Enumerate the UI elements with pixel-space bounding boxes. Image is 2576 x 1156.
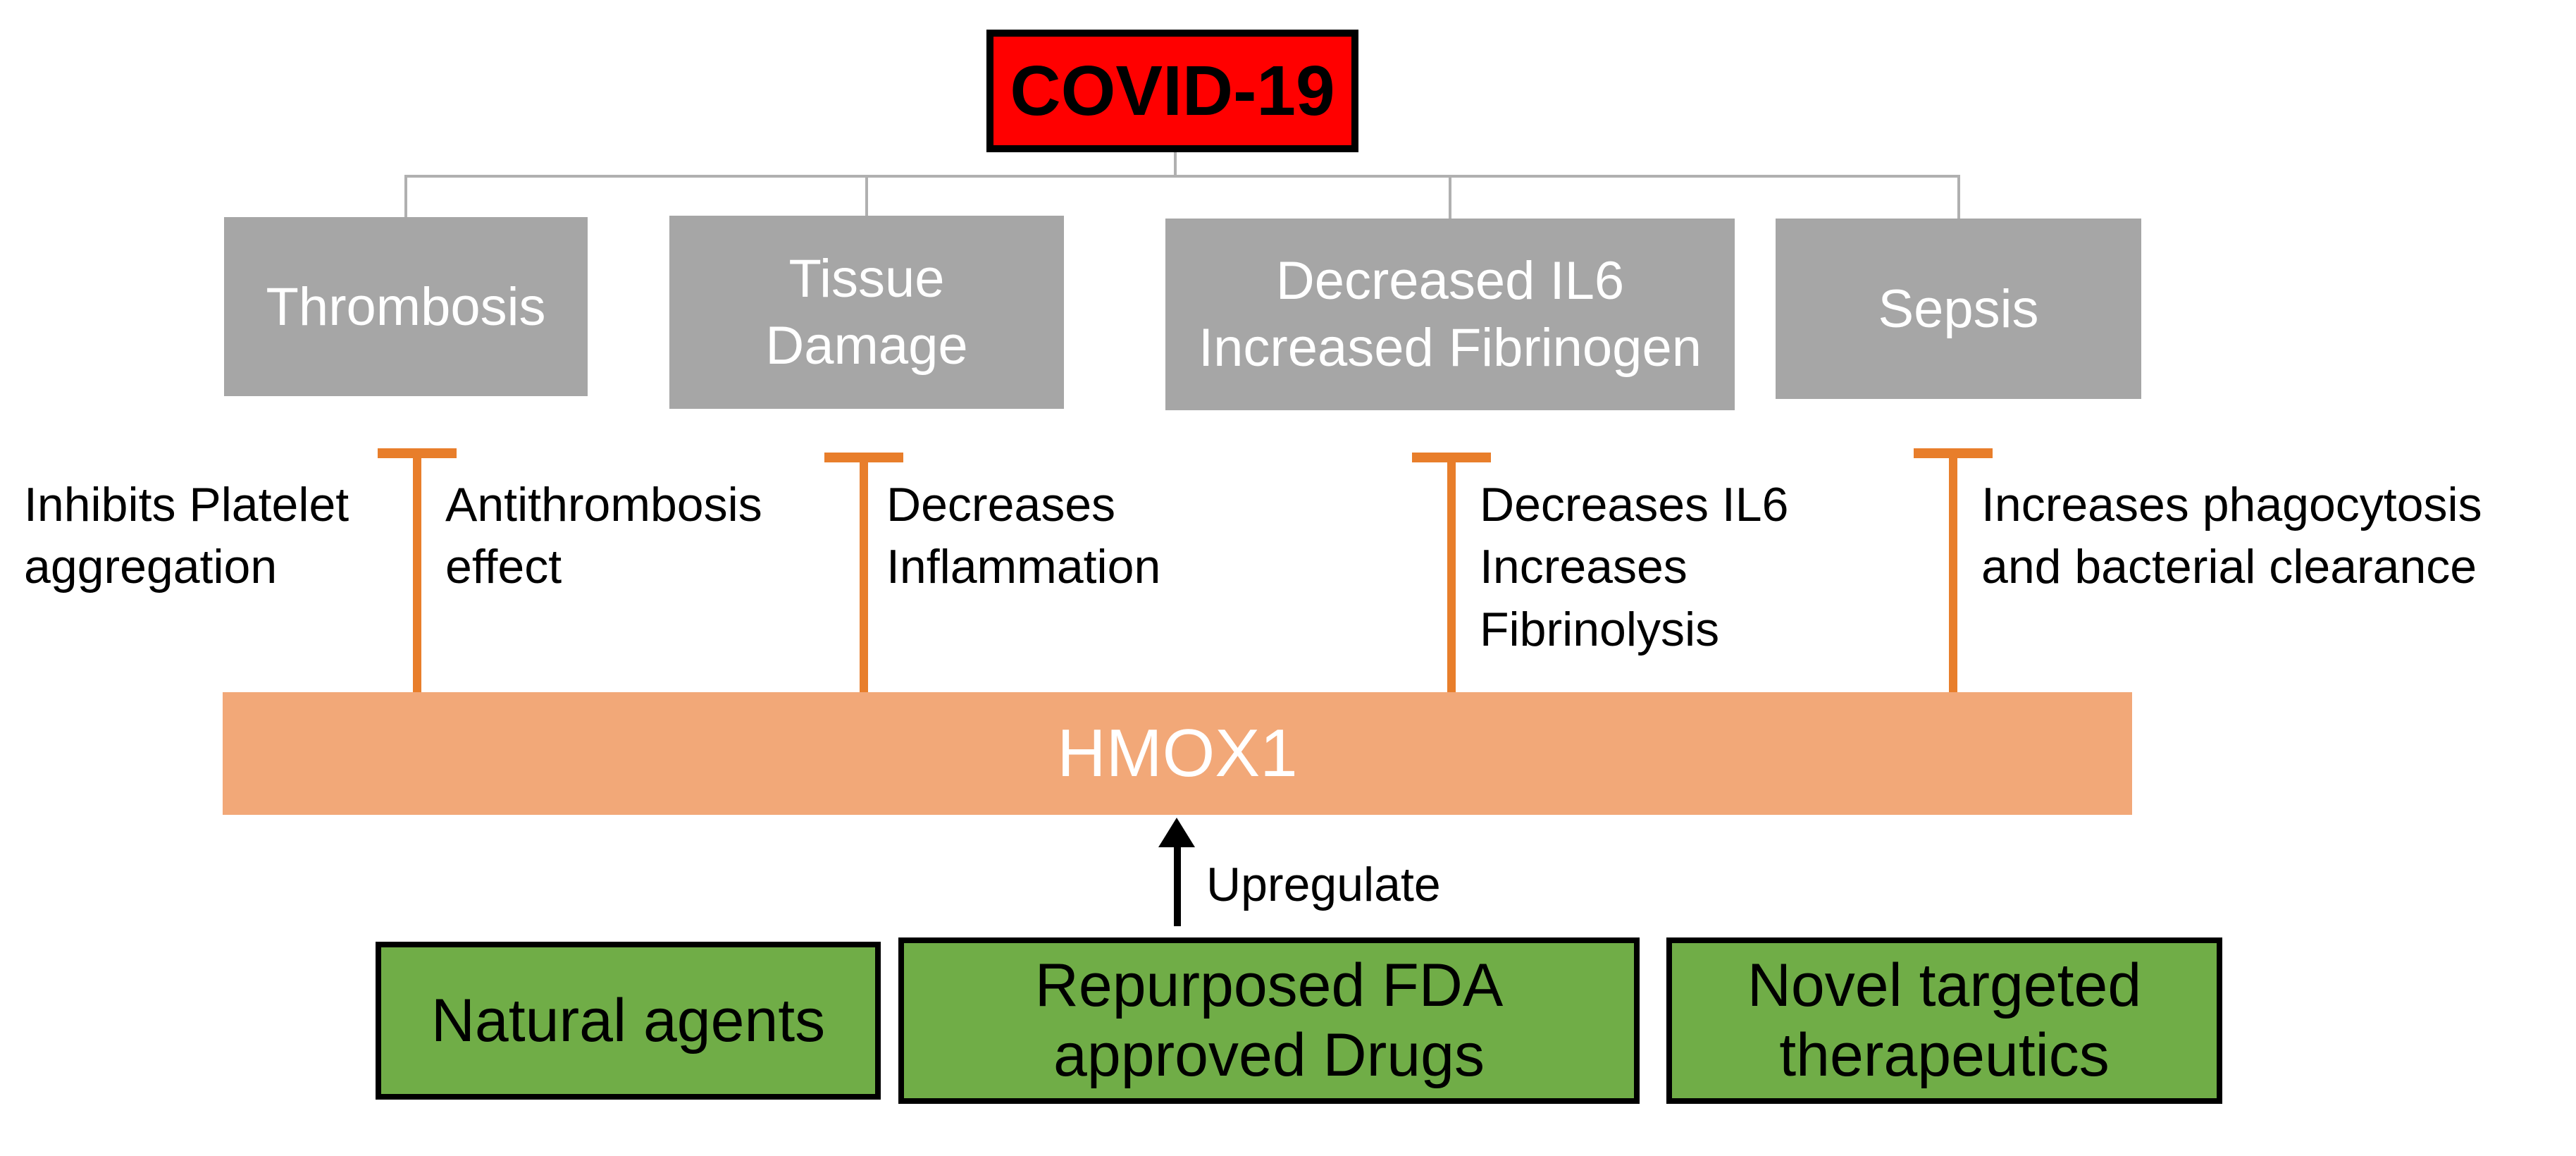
inhibition-connector-stem-il6 — [1447, 453, 1456, 692]
inhibition-connector-stem-tissue-damage — [860, 453, 868, 692]
inhibition-connector-stem-thrombosis — [413, 448, 421, 692]
outcome-node-sepsis: Sepsis — [1776, 219, 2141, 399]
tree-connector-drop-il6 — [1449, 175, 1451, 220]
inhibition-connector-stem-sepsis — [1949, 448, 1957, 692]
effect-label-phagocytosis: Increases phagocytosis and bacterial cle… — [1981, 478, 2482, 594]
effect-label-antithrombosis: Antithrombosis effect — [445, 478, 762, 594]
effect-label-decreases-inflammation: Decreases Inflammation — [886, 478, 1161, 594]
effect-label-il6-fibrinolysis: Decreases IL6 Increases Fibrinolysis — [1480, 478, 1789, 656]
effect-label-platelet-aggregation: Inhibits Platelet aggregation — [24, 478, 349, 594]
tree-connector-drop-sepsis — [1957, 175, 1960, 220]
upregulate-arrow-stem — [1174, 844, 1181, 926]
therapy-node-natural-agents: Natural agents — [376, 942, 881, 1100]
hmox1-hub-bar: HMOX1 — [223, 692, 2132, 815]
tree-connector-root-drop — [1174, 152, 1177, 176]
outcome-node-thrombosis: Thrombosis — [224, 217, 588, 396]
outcome-node-tissue-damage: Tissue Damage — [669, 216, 1064, 409]
therapy-node-novel-therapeutics: Novel targeted therapeutics — [1666, 937, 2222, 1104]
upregulate-arrow-head-icon — [1158, 818, 1195, 847]
tree-connector-horizontal — [406, 175, 1960, 178]
therapy-node-repurposed-fda: Repurposed FDA approved Drugs — [898, 937, 1640, 1104]
tree-connector-drop-thrombosis — [404, 175, 407, 219]
outcome-node-il6-fibrinogen: Decreased IL6 Increased Fibrinogen — [1165, 219, 1735, 410]
covid19-node: COVID-19 — [986, 30, 1358, 152]
upregulate-label: Upregulate — [1206, 858, 1441, 911]
tree-connector-drop-tissue-damage — [865, 175, 868, 217]
